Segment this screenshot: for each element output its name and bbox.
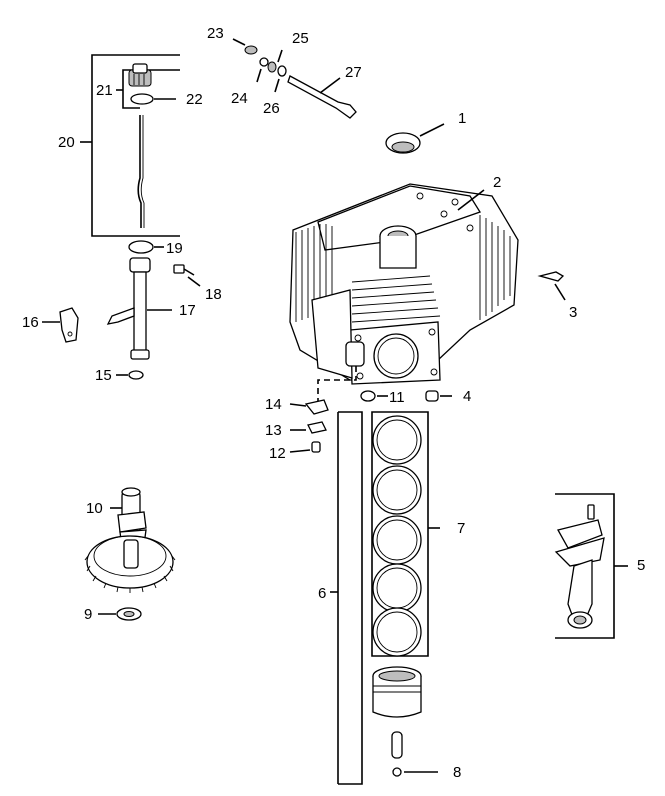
- callout-1: 1: [458, 110, 466, 127]
- camshaft-group: [84, 487, 176, 621]
- callout-8: 8: [453, 764, 461, 781]
- breather-hardware-group: [232, 38, 357, 119]
- callout-27: 27: [345, 64, 362, 81]
- callout-22: 22: [186, 91, 203, 108]
- callout-labels: 1 2 3 4 5 6 7 8 9 10 11 12 13 14 15 16 1…: [22, 25, 645, 781]
- oil-seal-group: [385, 123, 445, 154]
- callout-9: 9: [84, 606, 92, 623]
- callout-26: 26: [263, 100, 280, 117]
- callout-11: 11: [389, 389, 405, 406]
- callout-14: 14: [265, 396, 282, 413]
- piston-ring-group: [330, 411, 440, 785]
- callout-15: 15: [95, 367, 112, 384]
- callout-12: 12: [269, 445, 286, 462]
- callout-16: 16: [22, 314, 39, 331]
- fitting-group: [537, 271, 566, 301]
- callout-23: 23: [207, 25, 224, 42]
- crankcase-group: [289, 183, 519, 385]
- callout-4: 4: [463, 388, 471, 405]
- callout-5: 5: [637, 557, 645, 574]
- callout-21: 21: [96, 82, 113, 99]
- callout-24: 24: [231, 90, 248, 107]
- lifter-group: [289, 366, 452, 453]
- callout-3: 3: [569, 304, 577, 321]
- callout-13: 13: [265, 422, 282, 439]
- callout-7: 7: [457, 520, 465, 537]
- callout-19: 19: [166, 240, 183, 257]
- callout-17: 17: [179, 302, 196, 319]
- callout-25: 25: [292, 30, 309, 47]
- dipstick-assembly-group: [80, 54, 180, 237]
- callout-10: 10: [86, 500, 103, 517]
- callout-18: 18: [205, 286, 222, 303]
- connecting-rod-group: [554, 493, 628, 639]
- callout-2: 2: [493, 174, 501, 191]
- callout-20: 20: [58, 134, 75, 151]
- callout-6: 6: [318, 585, 326, 602]
- dipstick-tube-group: [42, 240, 201, 380]
